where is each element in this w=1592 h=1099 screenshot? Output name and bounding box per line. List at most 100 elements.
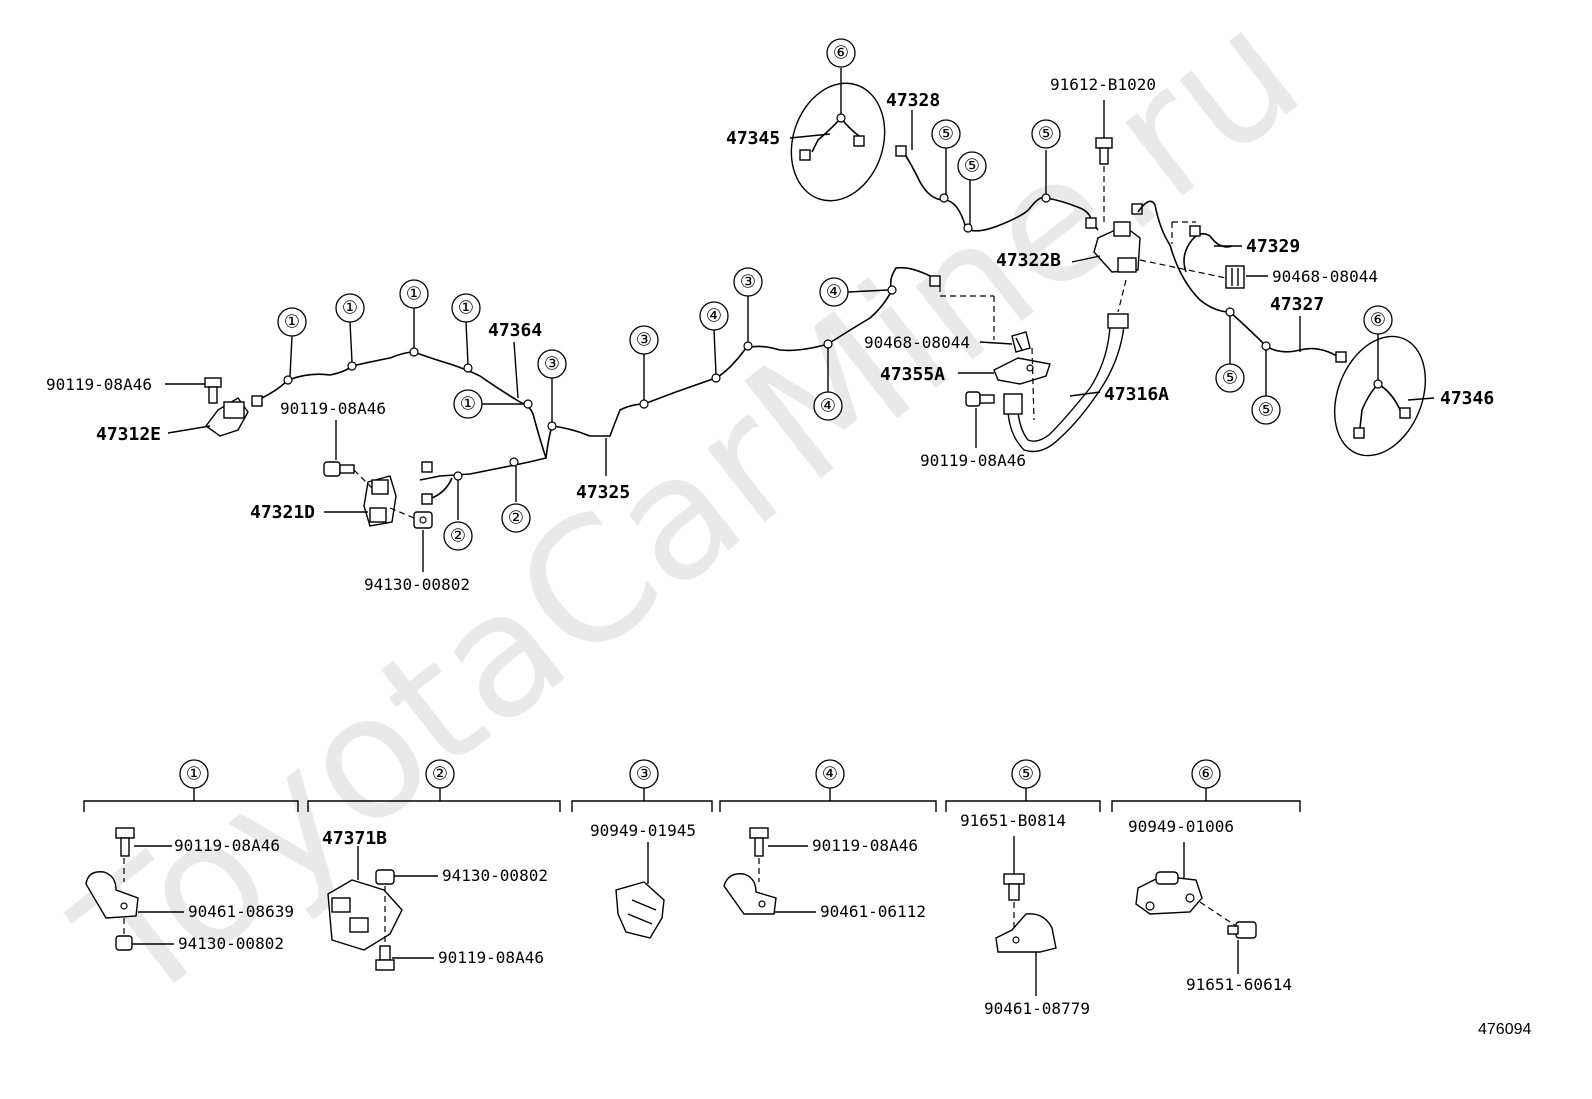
bracket-47321d[interactable] bbox=[363, 475, 397, 527]
part-label-90119-08a46-mid[interactable]: 90119-08A46 bbox=[280, 399, 386, 418]
group1-nut-label[interactable]: 94130-00802 bbox=[178, 934, 284, 953]
callout-5[interactable]: ⑤ bbox=[1031, 119, 1061, 149]
group3-clip-label[interactable]: 90949-01945 bbox=[590, 821, 696, 840]
part-label-47312e[interactable]: 47312E bbox=[96, 424, 161, 445]
leader-line bbox=[1407, 397, 1435, 401]
callout-6-top-left[interactable]: ⑥ bbox=[826, 38, 856, 68]
svg-text:①: ① bbox=[284, 312, 300, 333]
bolt-90119-08a46-mid[interactable] bbox=[323, 461, 355, 477]
group2-nut[interactable] bbox=[375, 869, 395, 885]
bolt-90119-08a46-left[interactable] bbox=[204, 377, 222, 404]
group2-bracket-label[interactable]: 47371B bbox=[322, 828, 387, 849]
callout-2[interactable]: ② bbox=[443, 521, 473, 551]
part-label-47346[interactable]: 47346 bbox=[1440, 388, 1494, 409]
group5-clamp[interactable] bbox=[995, 913, 1057, 953]
group-bracket-4 bbox=[719, 800, 937, 812]
callout-4[interactable]: ④ bbox=[819, 277, 849, 307]
group2-bolt-label[interactable]: 90119-08A46 bbox=[438, 948, 544, 967]
callout-5[interactable]: ⑤ bbox=[1215, 363, 1245, 393]
junction-block-47322b[interactable] bbox=[1085, 203, 1143, 273]
part-label-90468-08044-mid[interactable]: 90468-08044 bbox=[864, 333, 970, 352]
tube-fitting bbox=[929, 275, 941, 287]
group-bracket-2 bbox=[307, 800, 561, 812]
callout-6-right[interactable]: ⑥ bbox=[1363, 305, 1393, 335]
group-header-6[interactable]: ⑥ bbox=[1191, 759, 1221, 789]
group6-bolt[interactable] bbox=[1227, 921, 1257, 939]
svg-text:②: ② bbox=[432, 764, 448, 785]
group5-clamp-label[interactable]: 90461-08779 bbox=[984, 999, 1090, 1018]
group-header-5[interactable]: ⑤ bbox=[1011, 759, 1041, 789]
part-label-47322b[interactable]: 47322B bbox=[996, 250, 1061, 271]
part-label-90119-08a46-hose[interactable]: 90119-08A46 bbox=[920, 451, 1026, 470]
group3-clip[interactable] bbox=[615, 881, 665, 939]
leader-line bbox=[1069, 391, 1101, 397]
group1-nut[interactable] bbox=[115, 935, 133, 951]
callout-5[interactable]: ⑤ bbox=[1251, 395, 1281, 425]
group6-clip-label[interactable]: 90949-01006 bbox=[1128, 817, 1234, 836]
group2-bolt[interactable] bbox=[375, 945, 395, 971]
part-label-47327[interactable]: 47327 bbox=[1270, 294, 1324, 315]
part-label-47345[interactable]: 47345 bbox=[726, 128, 780, 149]
group1-bolt[interactable] bbox=[115, 827, 135, 857]
tube-fitting bbox=[421, 493, 433, 505]
brake-tube-47328[interactable] bbox=[901, 149, 1099, 232]
leader-line bbox=[167, 425, 211, 434]
svg-text:③: ③ bbox=[636, 330, 652, 351]
group1-bolt-label[interactable]: 90119-08A46 bbox=[174, 836, 280, 855]
part-label-47355a[interactable]: 47355A bbox=[880, 364, 945, 385]
callout-3[interactable]: ③ bbox=[537, 349, 567, 379]
group4-clamp-label[interactable]: 90461-06112 bbox=[820, 902, 926, 921]
group-header-2[interactable]: ② bbox=[425, 759, 455, 789]
part-label-47329[interactable]: 47329 bbox=[1246, 236, 1300, 257]
bracket-47355a[interactable] bbox=[993, 357, 1051, 385]
group4-bolt[interactable] bbox=[749, 827, 769, 857]
group4-bolt-label[interactable]: 90119-08A46 bbox=[812, 836, 918, 855]
part-label-47325[interactable]: 47325 bbox=[576, 482, 630, 503]
group2-nut-label[interactable]: 94130-00802 bbox=[442, 866, 548, 885]
group-header-4[interactable]: ④ bbox=[815, 759, 845, 789]
callout-4[interactable]: ④ bbox=[699, 301, 729, 331]
callout-3[interactable]: ③ bbox=[629, 325, 659, 355]
callout-1[interactable]: ① bbox=[399, 279, 429, 309]
callout-3[interactable]: ③ bbox=[733, 267, 763, 297]
part-label-90119-08a46-left[interactable]: 90119-08A46 bbox=[46, 375, 152, 394]
group-bracket-3 bbox=[571, 800, 713, 812]
clip-90468-08044-right[interactable] bbox=[1225, 265, 1245, 289]
part-label-94130-00802-mid[interactable]: 94130-00802 bbox=[364, 575, 470, 594]
part-label-47321d[interactable]: 47321D bbox=[250, 502, 315, 523]
callout-2[interactable]: ② bbox=[501, 503, 531, 533]
group1-clamp[interactable] bbox=[85, 871, 139, 919]
callout-5[interactable]: ⑤ bbox=[957, 151, 987, 181]
leader-line bbox=[1071, 255, 1101, 263]
part-label-47364[interactable]: 47364 bbox=[488, 320, 542, 341]
brake-plate-rear-right[interactable] bbox=[1318, 323, 1442, 469]
part-label-47328[interactable]: 47328 bbox=[886, 90, 940, 111]
bolt-90119-08a46-hose[interactable] bbox=[965, 391, 995, 407]
leader-line bbox=[349, 321, 353, 363]
brake-tube-47327[interactable] bbox=[1169, 244, 1341, 359]
callout-1[interactable]: ① bbox=[453, 389, 483, 419]
group6-clip[interactable] bbox=[1135, 871, 1203, 915]
bracket-47312e[interactable] bbox=[205, 397, 249, 437]
group2-bracket-47371b[interactable] bbox=[327, 879, 403, 951]
part-label-91612-b1020[interactable]: 91612-B1020 bbox=[1050, 75, 1156, 94]
clip-90468-08044-mid[interactable] bbox=[1011, 331, 1031, 353]
part-label-47316a[interactable]: 47316A bbox=[1104, 384, 1169, 405]
callout-1[interactable]: ① bbox=[335, 293, 365, 323]
group5-bolt[interactable] bbox=[1003, 873, 1025, 901]
brake-plate-rear-left[interactable] bbox=[777, 71, 900, 213]
group1-clamp-label[interactable]: 90461-08639 bbox=[188, 902, 294, 921]
brake-tube-47364[interactable] bbox=[261, 351, 548, 481]
group6-bolt-label[interactable]: 91651-60614 bbox=[1186, 975, 1292, 994]
callout-4[interactable]: ④ bbox=[813, 391, 843, 421]
nut-94130-00802-mid[interactable] bbox=[413, 511, 433, 529]
group-header-1[interactable]: ① bbox=[179, 759, 209, 789]
group-header-3[interactable]: ③ bbox=[629, 759, 659, 789]
callout-5[interactable]: ⑤ bbox=[931, 119, 961, 149]
callout-1[interactable]: ① bbox=[451, 293, 481, 323]
group5-bolt-label[interactable]: 91651-B0814 bbox=[960, 811, 1066, 830]
callout-1[interactable]: ① bbox=[277, 307, 307, 337]
group4-clamp[interactable] bbox=[723, 873, 777, 915]
part-label-90468-08044-right[interactable]: 90468-08044 bbox=[1272, 267, 1378, 286]
